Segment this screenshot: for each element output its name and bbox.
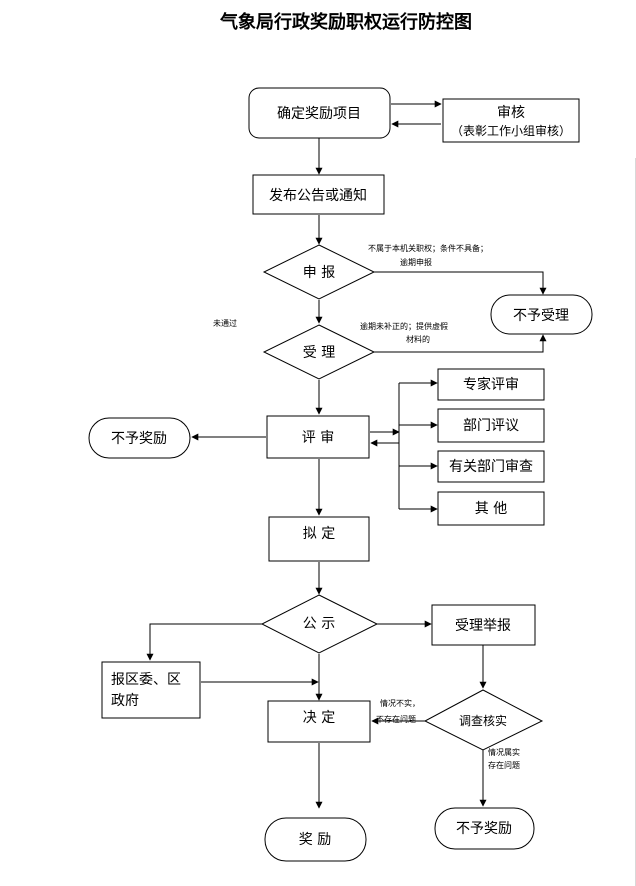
accept-reject-note-line1: 逾期未补正的；提供虚假 <box>360 321 448 331</box>
no-reward-left-node: 不予奖励 <box>88 417 191 459</box>
handle-report-node: 受理举报 <box>431 604 536 646</box>
connectors <box>146 100 547 809</box>
accept-reject-note-line2: 材料的 <box>406 334 430 344</box>
related-dept-label: 有关部门审查 <box>449 459 533 475</box>
accept-node: 受 理 <box>262 324 376 380</box>
no-reward-bottom-label: 不予奖励 <box>456 820 512 837</box>
report-label-line2: 政府 <box>111 693 139 709</box>
dept-comment-node: 部门评议 <box>437 408 545 443</box>
page-title: 气象局行政奖励职权运行防控图 <box>219 11 472 33</box>
declare-label: 申 报 <box>303 265 335 281</box>
investigate-label: 调查核实 <box>459 713 507 728</box>
expert-label: 专家评审 <box>463 376 519 393</box>
report-label-line1: 报区委、区 <box>111 672 181 688</box>
publicize-node: 公 示 <box>260 594 379 654</box>
declare-node: 申 报 <box>262 244 376 300</box>
dept-comment-label: 部门评议 <box>463 418 519 434</box>
decide-label: 决 定 <box>303 710 335 726</box>
arrow-publicize-to-report <box>146 623 262 661</box>
other-node: 其 他 <box>437 491 545 526</box>
draft-node: 拟 定 <box>268 516 370 562</box>
no-reward-left-label: 不予奖励 <box>111 430 167 447</box>
reward-label: 奖 励 <box>299 831 331 848</box>
report-node: 报区委、区 政府 <box>101 661 201 719</box>
false-note-line2: 不存在问题 <box>376 714 416 724</box>
publish-label: 发布公告或通知 <box>269 187 367 204</box>
expert-node: 专家评审 <box>437 368 545 401</box>
declare-reject-note-line1: 不属于本机关职权；条件不具备； <box>368 243 488 253</box>
reject-accept-node: 不予受理 <box>490 294 593 335</box>
publish-node: 发布公告或通知 <box>252 174 385 215</box>
investigate-node: 调查核实 <box>423 689 544 751</box>
reward-node: 奖 励 <box>264 817 367 862</box>
review-label: 评 审 <box>302 430 334 446</box>
not-passed-note: 未通过 <box>213 318 237 328</box>
accept-label: 受 理 <box>303 345 335 361</box>
audit-sublabel: （表彰工作小组审核） <box>451 123 571 138</box>
confirm-node: 确定奖励项目 <box>248 87 391 139</box>
audit-label: 审核 <box>497 105 525 121</box>
draft-label: 拟 定 <box>303 526 335 542</box>
reject-accept-label: 不予受理 <box>513 308 569 324</box>
publicize-label: 公 示 <box>303 616 335 632</box>
true-note-line1: 情况属实 <box>488 747 520 757</box>
no-reward-bottom-node: 不予奖励 <box>434 807 535 850</box>
other-label: 其 他 <box>475 501 507 517</box>
declare-reject-note-line2: 逾期申报 <box>400 257 432 267</box>
false-note-line1: 情况不实， <box>380 698 420 708</box>
arrow-accept-to-reject <box>374 334 547 353</box>
arrow-declare-to-reject <box>374 271 547 295</box>
true-note-line2: 存在问题 <box>488 760 520 770</box>
handle-report-label: 受理举报 <box>455 618 511 634</box>
decide-node: 决 定 <box>267 700 371 743</box>
review-node: 评 审 <box>266 415 370 459</box>
related-dept-node: 有关部门审查 <box>437 450 545 483</box>
audit-node: 审核 （表彰工作小组审核） <box>442 98 580 143</box>
confirm-label: 确定奖励项目 <box>277 105 361 122</box>
